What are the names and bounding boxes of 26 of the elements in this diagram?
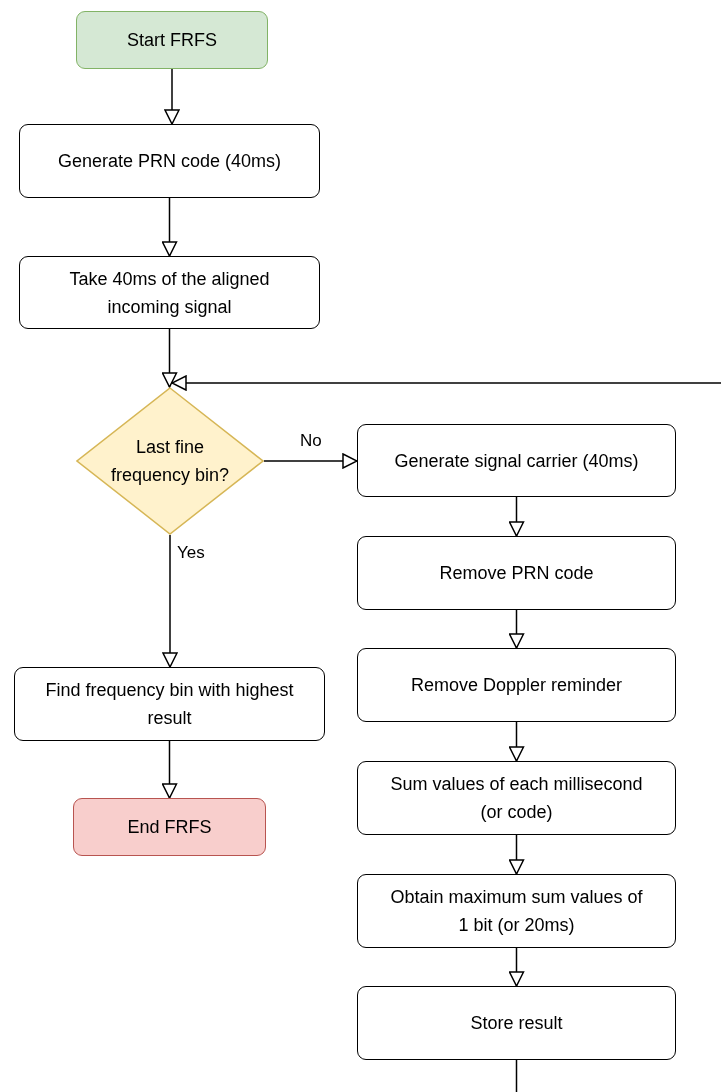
terminal-box: Start FRFS: [76, 11, 268, 69]
arrow: [161, 740, 178, 799]
process-box: Obtain maximum sum values of 1 bit (or 20ms): [357, 874, 676, 948]
decision-diamond: [76, 387, 264, 535]
process-box: Find frequency bin with highest result: [14, 667, 325, 741]
connector-line: [515, 1059, 518, 1092]
terminal-box: End FRFS: [73, 798, 266, 856]
arrow: [508, 496, 525, 537]
arrow: [263, 453, 358, 469]
process-box: Sum values of each millisecond (or code): [357, 761, 676, 835]
process-box: Generate signal carrier (40ms): [357, 424, 676, 497]
decision-text: Last fine frequency bin?: [109, 436, 231, 487]
process-box: Remove PRN code: [357, 536, 676, 610]
arrow: [161, 328, 178, 388]
arrow: [508, 721, 525, 762]
arrow: [161, 197, 178, 257]
arrow: [508, 947, 525, 987]
process-box: Remove Doppler reminder: [357, 648, 676, 722]
arrow: [164, 68, 180, 125]
arrow: [171, 375, 721, 391]
process-box: Generate PRN code (40ms): [19, 124, 320, 198]
arrow: [508, 609, 525, 649]
arrow: [508, 834, 525, 875]
process-box: Store result: [357, 986, 676, 1060]
process-box: Take 40ms of the aligned incoming signal: [19, 256, 320, 329]
arrow: [162, 534, 178, 668]
